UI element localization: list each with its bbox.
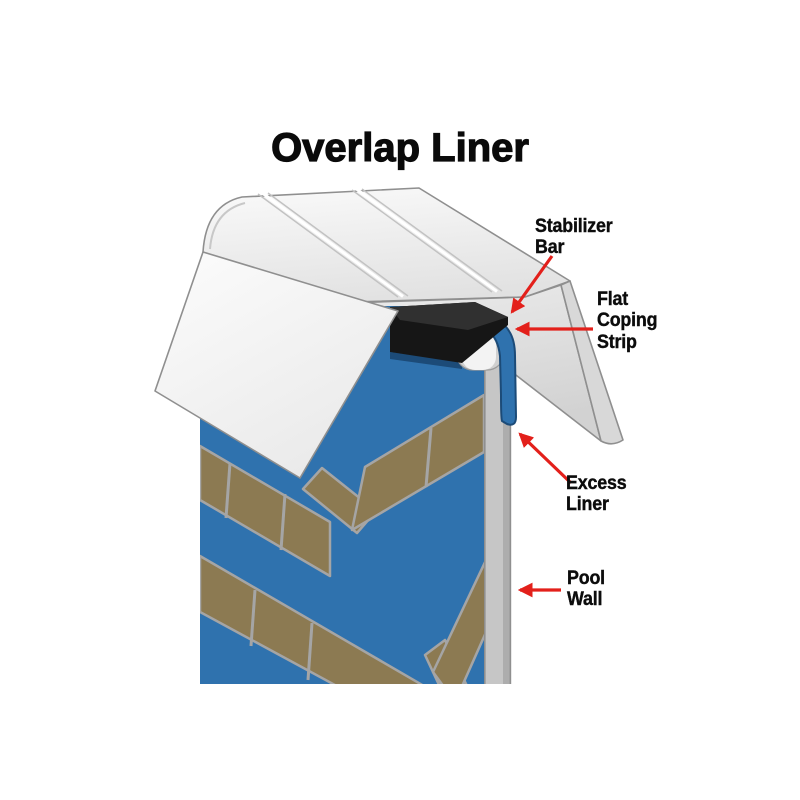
cap-bend-highlight — [209, 202, 246, 250]
excess-liner-label: Excess Liner — [566, 473, 627, 516]
flat-coping-strip-label: Flat Coping Strip — [597, 289, 658, 353]
stabilizer-bar-arrow — [510, 255, 554, 314]
excess-liner-arrow — [518, 432, 573, 485]
cap-rib-highlights — [262, 188, 498, 298]
cap-front-face — [154, 251, 399, 479]
tile-grout-lines — [224, 427, 433, 681]
stabilizer-bar-label: Stabilizer Bar — [535, 216, 613, 259]
pool-wall-label: Pool Wall — [567, 568, 606, 611]
stabilizer-bar — [390, 302, 508, 363]
liner-tile-bands — [200, 393, 484, 684]
callout-arrows — [510, 255, 593, 598]
diagram-title: Overlap Liner — [270, 125, 529, 170]
cap-ribs — [257, 188, 503, 298]
bar-shadow — [390, 352, 462, 369]
cap-end-band — [560, 280, 624, 445]
